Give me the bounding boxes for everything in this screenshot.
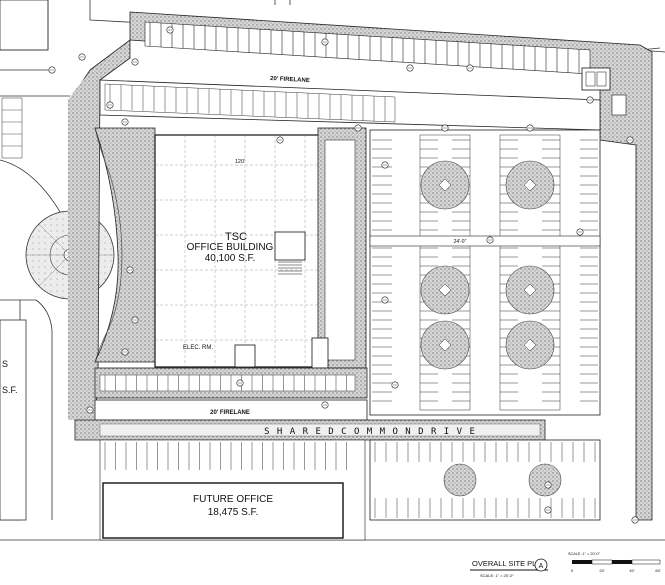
- future-office-area: 18,475 S.F.: [208, 507, 259, 518]
- keynote-callouts: [48, 26, 639, 524]
- walkway-dimension: 24'-0": [454, 239, 467, 245]
- plan-scale-text: SCALE: 1" = 20'-0": [480, 573, 514, 578]
- offsite-context: S S.F.: [0, 0, 665, 541]
- building-area: 40,100 S.F.: [205, 253, 256, 264]
- plan-marker-circle: [534, 558, 548, 572]
- left-building-letter: S: [2, 359, 8, 369]
- shared-common-drive: S H A R E D C O M M O N D R I V E: [74, 419, 546, 441]
- future-office-building: FUTURE OFFICE 18,475 S.F.: [99, 439, 366, 541]
- tree-island: [438, 338, 452, 352]
- scale-bar-caption: SCALE: 1" = 20'-0": [568, 552, 601, 556]
- east-parking-field: 24'-0": [369, 129, 601, 416]
- tree-canopy: [528, 463, 562, 497]
- tree-island: [523, 178, 537, 192]
- elec-room-label: ELEC. RM.: [183, 345, 213, 351]
- scale-tick-3: 60': [655, 568, 660, 573]
- scale-tick-1: 20': [599, 568, 604, 573]
- plan-marker: A: [539, 563, 544, 570]
- southeast-parking: [369, 439, 601, 521]
- plan-title: OVERALL SITE PLAN: [472, 559, 547, 568]
- south-fire-lane: 20' FIRELANE: [94, 399, 368, 421]
- scale-tick-2: 40': [629, 568, 634, 573]
- building-type: OFFICE BUILDING: [187, 242, 274, 253]
- tsc-office-building: TSC OFFICE BUILDING 40,100 S.F. ELEC. RM…: [94, 127, 367, 369]
- title-block: OVERALL SITE PLAN SCALE: 1" = 20'-0" A S…: [470, 552, 661, 578]
- tree-island: [438, 178, 452, 192]
- tree-canopy: [443, 463, 477, 497]
- tree-island: [523, 338, 537, 352]
- fire-lane-label-south: 20' FIRELANE: [210, 410, 250, 416]
- shared-drive-label: S H A R E D C O M M O N D R I V E: [264, 427, 476, 437]
- left-building-area: S.F.: [2, 385, 18, 395]
- scale-tick-0: 0: [571, 568, 574, 573]
- fire-lane-label-north: 20' FIRELANE: [270, 76, 310, 84]
- south-landscape-strip: [94, 367, 368, 399]
- future-office-name: FUTURE OFFICE: [193, 494, 273, 505]
- parking-row-north: [104, 83, 396, 123]
- tree-island: [438, 283, 452, 297]
- tree-island: [523, 283, 537, 297]
- building-name: TSC: [225, 231, 247, 243]
- building-dimension: 120': [235, 159, 245, 165]
- site-landscape-buffer: [68, 11, 653, 521]
- offsite-parking: [1, 97, 23, 159]
- scale-bar: SCALE: 1" = 20'-0" 0 20' 40' 60': [568, 552, 661, 573]
- dumpster-enclosure: [581, 67, 627, 116]
